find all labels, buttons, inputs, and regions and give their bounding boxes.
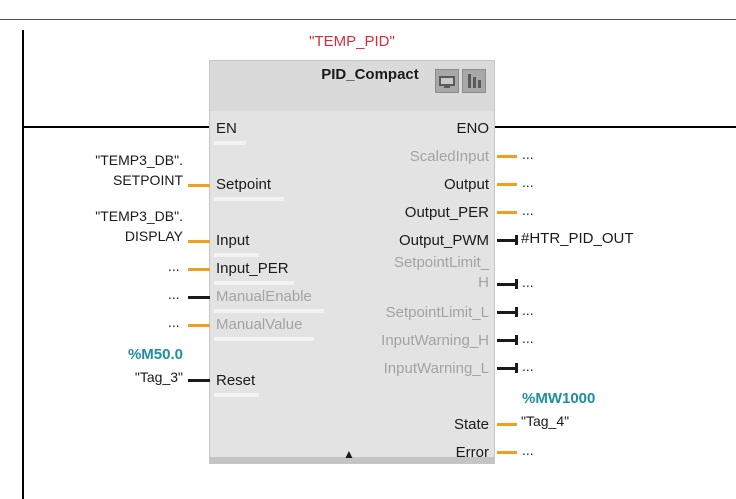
output-pwm-wire — [497, 239, 515, 242]
error-operand[interactable]: ... — [522, 442, 534, 458]
setpoint-operand-db[interactable]: "TEMP3_DB". — [95, 152, 183, 168]
pin-input-warning-l[interactable]: InputWarning_L — [383, 360, 489, 377]
state-wire — [497, 423, 517, 426]
input-warning-h-operand[interactable]: ... — [522, 330, 534, 346]
input-operand-member[interactable]: DISPLAY — [124, 228, 183, 244]
output-pwm-operand[interactable]: #HTR_PID_OUT — [521, 230, 634, 247]
reset-wire — [188, 379, 210, 382]
output-per-wire — [497, 211, 517, 214]
network-top-border — [0, 19, 736, 20]
input-per-wire — [188, 268, 210, 271]
instance-db-name[interactable]: "TEMP_PID" — [309, 33, 395, 50]
input-warning-l-tick — [515, 363, 518, 373]
input-wire — [188, 240, 210, 243]
pin-error[interactable]: Error — [455, 444, 489, 461]
setpoint-limit-l-operand[interactable]: ... — [522, 302, 534, 318]
pin-input-per[interactable]: Input_PER — [216, 260, 289, 277]
scaled-input-operand[interactable]: ... — [522, 146, 534, 162]
pin-setpoint-limit-h-line1[interactable]: SetpointLimit_ — [393, 254, 489, 271]
power-flow-wire — [22, 126, 212, 128]
pin-input[interactable]: Input — [216, 232, 250, 249]
setpoint-limit-l-tick — [515, 307, 518, 317]
setpoint-wire — [188, 184, 210, 187]
manual-enable-operand[interactable]: ... — [168, 286, 180, 302]
power-rail — [22, 30, 24, 499]
pin-output[interactable]: Output — [443, 176, 489, 193]
pin-input-per-underline — [214, 281, 294, 285]
manual-value-operand[interactable]: ... — [168, 314, 180, 330]
output-pwm-tick — [515, 235, 518, 245]
pin-eno[interactable]: ENO — [456, 120, 489, 137]
pin-input-warning-h[interactable]: InputWarning_H — [381, 332, 489, 349]
input-operand-db[interactable]: "TEMP3_DB". — [95, 208, 183, 224]
reset-address: %M50.0 — [127, 346, 183, 363]
pin-manual-enable[interactable]: ManualEnable — [216, 288, 312, 305]
pin-en[interactable]: EN — [216, 120, 237, 137]
pin-state[interactable]: State — [453, 416, 489, 433]
output-per-operand[interactable]: ... — [522, 202, 534, 218]
pin-setpoint-limit-l[interactable]: SetpointLimit_L — [385, 304, 489, 321]
block-bottom-bar — [210, 457, 494, 463]
monitor-icon[interactable] — [435, 69, 459, 93]
setpoint-operand-member[interactable]: SETPOINT — [112, 172, 183, 188]
eno-wire — [495, 126, 736, 128]
pin-manual-value-underline — [214, 337, 314, 341]
setpoint-limit-h-tick — [515, 279, 518, 289]
pin-output-pwm[interactable]: Output_PWM — [398, 232, 489, 249]
output-operand[interactable]: ... — [522, 174, 534, 190]
pin-reset[interactable]: Reset — [216, 372, 256, 389]
setpoint-limit-h-wire — [497, 283, 515, 286]
collapse-arrow-icon[interactable]: ▲ — [343, 447, 355, 461]
input-per-operand[interactable]: ... — [168, 258, 180, 274]
error-wire — [497, 451, 517, 454]
pin-setpoint[interactable]: Setpoint — [216, 176, 272, 193]
setpoint-limit-h-operand[interactable]: ... — [522, 274, 534, 290]
toggle-io-icon[interactable] — [462, 69, 486, 93]
pin-manual-value[interactable]: ManualValue — [216, 316, 303, 333]
input-warning-h-tick — [515, 335, 518, 345]
input-warning-l-wire — [497, 367, 515, 370]
pin-manual-enable-underline — [214, 309, 324, 313]
pin-setpoint-underline — [214, 197, 284, 201]
output-wire — [497, 183, 517, 186]
state-address: %MW1000 — [522, 390, 596, 407]
pin-reset-underline — [214, 393, 259, 397]
input-warning-h-wire — [497, 339, 515, 342]
pin-output-per[interactable]: Output_PER — [404, 204, 489, 221]
manual-value-wire — [188, 324, 210, 327]
reset-tag[interactable]: "Tag_3" — [134, 369, 183, 385]
manual-enable-wire — [188, 296, 210, 299]
pin-scaled-input[interactable]: ScaledInput — [409, 148, 489, 165]
scaled-input-wire — [497, 155, 517, 158]
pin-en-underline — [214, 141, 246, 145]
input-warning-l-operand[interactable]: ... — [522, 358, 534, 374]
pin-setpoint-limit-h-line2[interactable]: H — [478, 274, 489, 291]
state-tag[interactable]: "Tag_4" — [521, 413, 570, 429]
pin-input-underline — [214, 253, 259, 257]
setpoint-limit-l-wire — [497, 311, 515, 314]
block-type-title: PID_Compact — [321, 66, 419, 83]
